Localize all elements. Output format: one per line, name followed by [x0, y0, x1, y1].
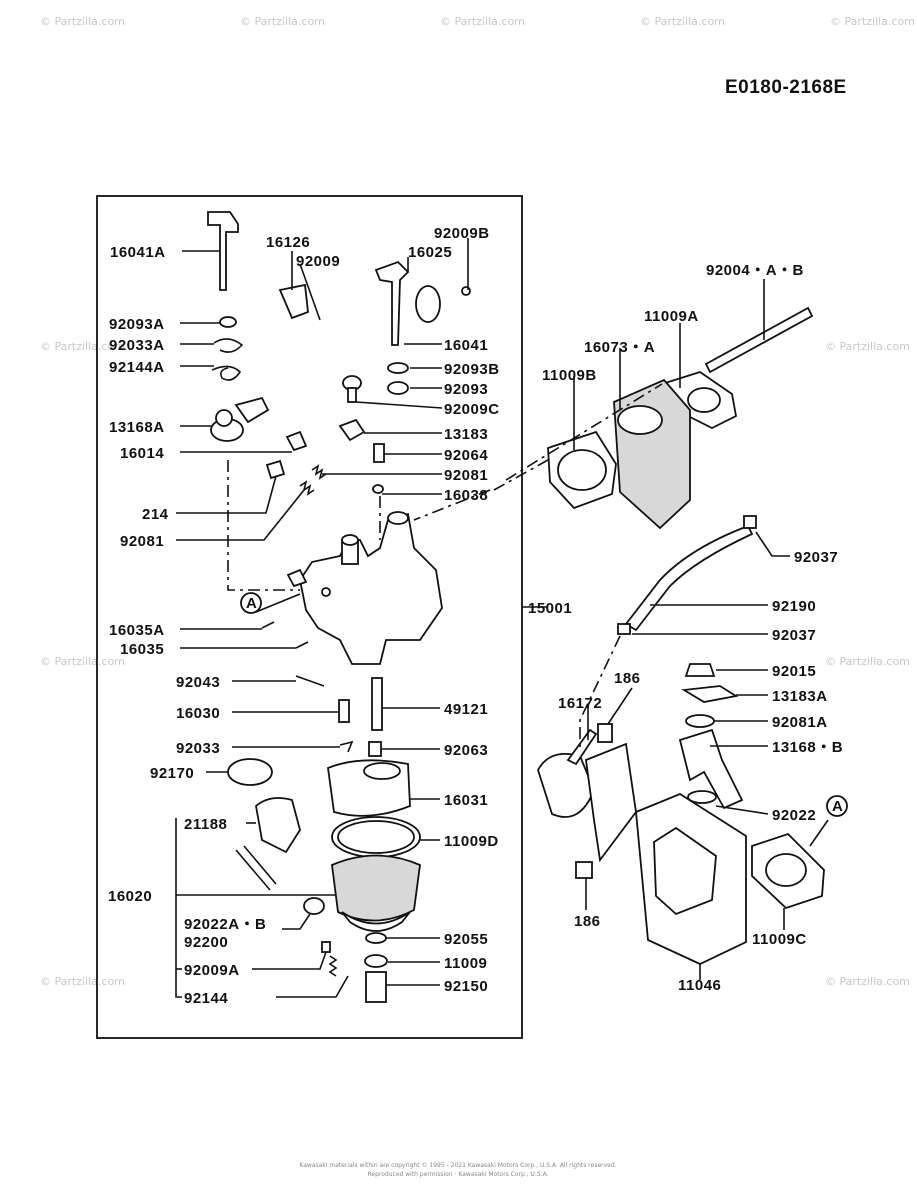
watermark: © Partzilla.com: [440, 15, 525, 28]
copyright-footer: Kawasaki materials within are copyright …: [299, 1162, 616, 1178]
part-label: 13183: [444, 426, 488, 443]
part-label: 92144A: [109, 359, 165, 376]
watermark: © Partzilla.com: [640, 15, 725, 28]
leader-lines: [175, 238, 848, 998]
part-label: 92055: [444, 931, 488, 948]
part-label: 92033A: [109, 337, 165, 354]
part-label: 92064: [444, 447, 488, 464]
watermark-layer: © Partzilla.com © Partzilla.com © Partzi…: [40, 15, 915, 988]
part-label: 11009D: [444, 833, 499, 850]
reference-marker-a: [826, 795, 848, 817]
footer-line: Reproduced with permission · Kawasaki Mo…: [368, 1171, 549, 1178]
part-label: 13168・B: [772, 739, 843, 756]
part-label: 92081: [120, 533, 164, 550]
part-label: 11046: [678, 977, 721, 994]
watermark: © Partzilla.com: [240, 15, 325, 28]
carburetor-frame: [96, 195, 523, 1039]
part-label: 186: [614, 670, 641, 687]
footer-line: Kawasaki materials within are copyright …: [299, 1162, 616, 1169]
part-label: 92150: [444, 978, 488, 995]
part-label: 92093A: [109, 316, 165, 333]
part-label: A: [832, 798, 843, 815]
part-label: 92009A: [184, 962, 240, 979]
part-label: 92170: [150, 765, 194, 782]
part-label: 13168A: [109, 419, 165, 436]
part-label: 92093B: [444, 361, 500, 378]
part-label: 15001: [528, 600, 572, 617]
part-label: 92015: [772, 663, 816, 680]
part-label: 92081: [444, 467, 488, 484]
part-label: 92022A・B: [184, 916, 266, 933]
watermark: © Partzilla.com: [825, 340, 910, 353]
watermark: © Partzilla.com: [40, 975, 125, 988]
part-label: 92033: [176, 740, 220, 757]
part-label: 214: [142, 506, 169, 523]
part-label: A: [246, 595, 257, 612]
part-label: 16030: [176, 705, 220, 722]
part-label: 11009A: [644, 308, 699, 325]
part-label: 16035: [120, 641, 164, 658]
part-label: 92004・A・B: [706, 262, 804, 279]
part-label: 16073・A: [584, 339, 655, 356]
watermark: © Partzilla.com: [40, 655, 125, 668]
part-label: 16172: [558, 695, 602, 712]
part-label: 92009B: [434, 225, 490, 242]
part-label: 16020: [108, 888, 152, 905]
part-label: 16038: [444, 487, 488, 504]
watermark: © Partzilla.com: [825, 655, 910, 668]
part-label: 92200: [184, 934, 228, 951]
watermark: © Partzilla.com: [40, 15, 125, 28]
part-label: 11009: [444, 955, 487, 972]
part-label: 92037: [794, 549, 838, 566]
part-label: 92043: [176, 674, 220, 691]
part-label: 16014: [120, 445, 164, 462]
part-label: 16041A: [110, 244, 166, 261]
part-label: 92037: [772, 627, 816, 644]
part-label: 13183A: [772, 688, 828, 705]
part-label: 49121: [444, 701, 488, 718]
part-label: 11009C: [752, 931, 807, 948]
part-label: 92190: [772, 598, 816, 615]
part-labels: 16041A 16126 92009 92009B 16025 92093A 9…: [108, 225, 843, 1007]
part-label: 16031: [444, 792, 488, 809]
part-label: 16126: [266, 234, 310, 251]
carburetor-parts-drawing: [207, 211, 491, 1003]
part-label: 92009: [296, 253, 340, 270]
part-label: 21188: [184, 816, 227, 833]
reference-marker-a: [240, 592, 262, 614]
part-label: 92081A: [772, 714, 828, 731]
part-label: 92009C: [444, 401, 500, 418]
part-label: 16035A: [109, 622, 165, 639]
part-label: 186: [574, 913, 601, 930]
intake-parts-drawing: [493, 306, 825, 965]
part-label: 11009B: [542, 367, 597, 384]
watermark: © Partzilla.com: [825, 975, 910, 988]
watermark: © Partzilla.com: [40, 340, 125, 353]
part-label: 92093: [444, 381, 488, 398]
part-label: 16025: [408, 244, 452, 261]
part-label: 92022: [772, 807, 816, 824]
part-label: 92063: [444, 742, 488, 759]
watermark: © Partzilla.com: [830, 15, 915, 28]
part-label: 92144: [184, 990, 228, 1007]
diagram-code: E0180-2168E: [725, 77, 847, 98]
part-label: 16041: [444, 337, 488, 354]
